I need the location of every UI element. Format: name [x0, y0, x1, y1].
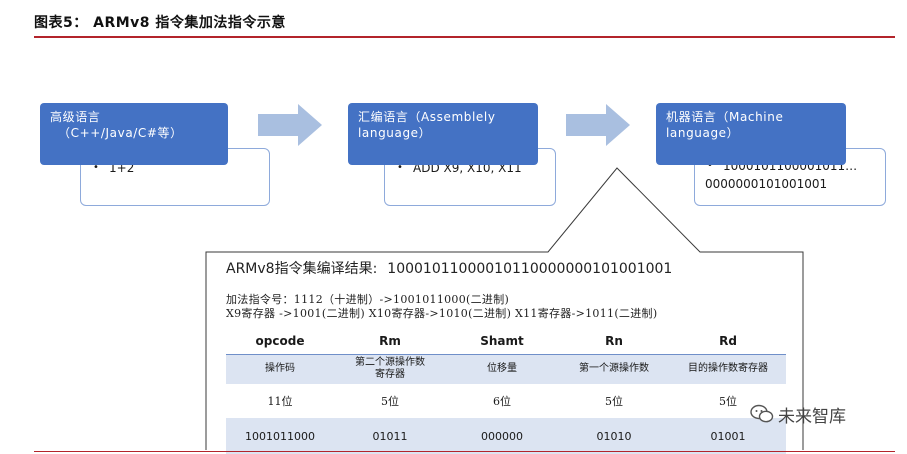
table-cell: 01010: [558, 418, 670, 454]
table-header-row: opcode Rm Shamt Rn Rd: [226, 328, 786, 355]
table-header-cell: Rd: [670, 328, 786, 355]
register-info-line: X9寄存器 ->1001(二进制) X10寄存器->1010(二进制) X11寄…: [226, 307, 658, 320]
bottom-rule: [34, 451, 895, 452]
watermark-text: 未来智库: [778, 407, 846, 427]
stage2-label-box: 汇编语言（Assemblely language）: [348, 103, 538, 165]
bullet-icon: •: [397, 162, 403, 173]
stage1-label-line1: 高级语言: [50, 110, 101, 124]
table-cell: 5位: [381, 395, 399, 408]
table-cell: 01011: [334, 418, 446, 454]
table-row: 操作码 第二个源操作数寄存器 位移量 第一个源操作数 目的操作数寄存器: [226, 354, 786, 384]
table-header-cell: opcode: [226, 328, 334, 355]
table-cell: 5位: [605, 395, 623, 408]
table-cell: 5位: [719, 395, 737, 408]
stage2-label-line2: language）: [358, 126, 432, 140]
table-cell: 目的操作数寄存器: [670, 354, 786, 384]
compile-result-label: ARMv8指令集编译结果:: [226, 261, 378, 277]
stage3-label-box: 机器语言（Machine language）: [656, 103, 846, 165]
top-rule: [34, 36, 895, 38]
opcode-info-line: 加法指令号：1112（十进制）->1001011000(二进制): [226, 293, 510, 306]
wechat-icon: [750, 404, 774, 423]
table-cell: 000000: [446, 418, 558, 454]
table-cell: 位移量: [446, 354, 558, 384]
table-cell: 6位: [493, 395, 511, 408]
table-row: 11位 5位 6位 5位 5位: [226, 384, 786, 418]
stage3-label-line1: 机器语言（Machine: [666, 110, 784, 124]
table-cell: 1001011000: [226, 418, 334, 454]
table-header-cell: Rm: [334, 328, 446, 355]
table-cell: 第一个源操作数: [558, 354, 670, 384]
stage1-label-line2: （C++/Java/C#等）: [58, 126, 183, 140]
table-cell: 11位: [267, 395, 293, 408]
encoding-table: opcode Rm Shamt Rn Rd 操作码 第二个源操作数寄存器 位移量…: [226, 328, 786, 454]
stage1-label-box: 高级语言 （C++/Java/C#等）: [40, 103, 228, 165]
table-header-cell: Shamt: [446, 328, 558, 355]
bullet-icon: •: [93, 162, 99, 173]
arrow-right-icon: [566, 104, 630, 146]
compile-result-line: ARMv8指令集编译结果: 100010110000101100000001010…: [226, 258, 682, 278]
arrow-right-icon: [258, 104, 322, 146]
stage3-label-line2: language）: [666, 126, 740, 140]
bullet-icon: •: [707, 160, 713, 171]
table-header-cell: Rn: [558, 328, 670, 355]
table-row: 1001011000 01011 000000 01010 01001: [226, 418, 786, 454]
table-cell: 第二个源操作数寄存器: [334, 354, 446, 384]
compile-result-value: 10001011000010110000000101001001: [387, 261, 673, 277]
table-cell: 01001: [670, 418, 786, 454]
figure-title: 图表5： ARMv8 指令集加法指令示意: [34, 15, 286, 31]
table-cell: 操作码: [226, 354, 334, 384]
stage2-label-line1: 汇编语言（Assemblely: [358, 110, 496, 124]
stage3-content-line2: 0000000101001001: [705, 177, 828, 191]
